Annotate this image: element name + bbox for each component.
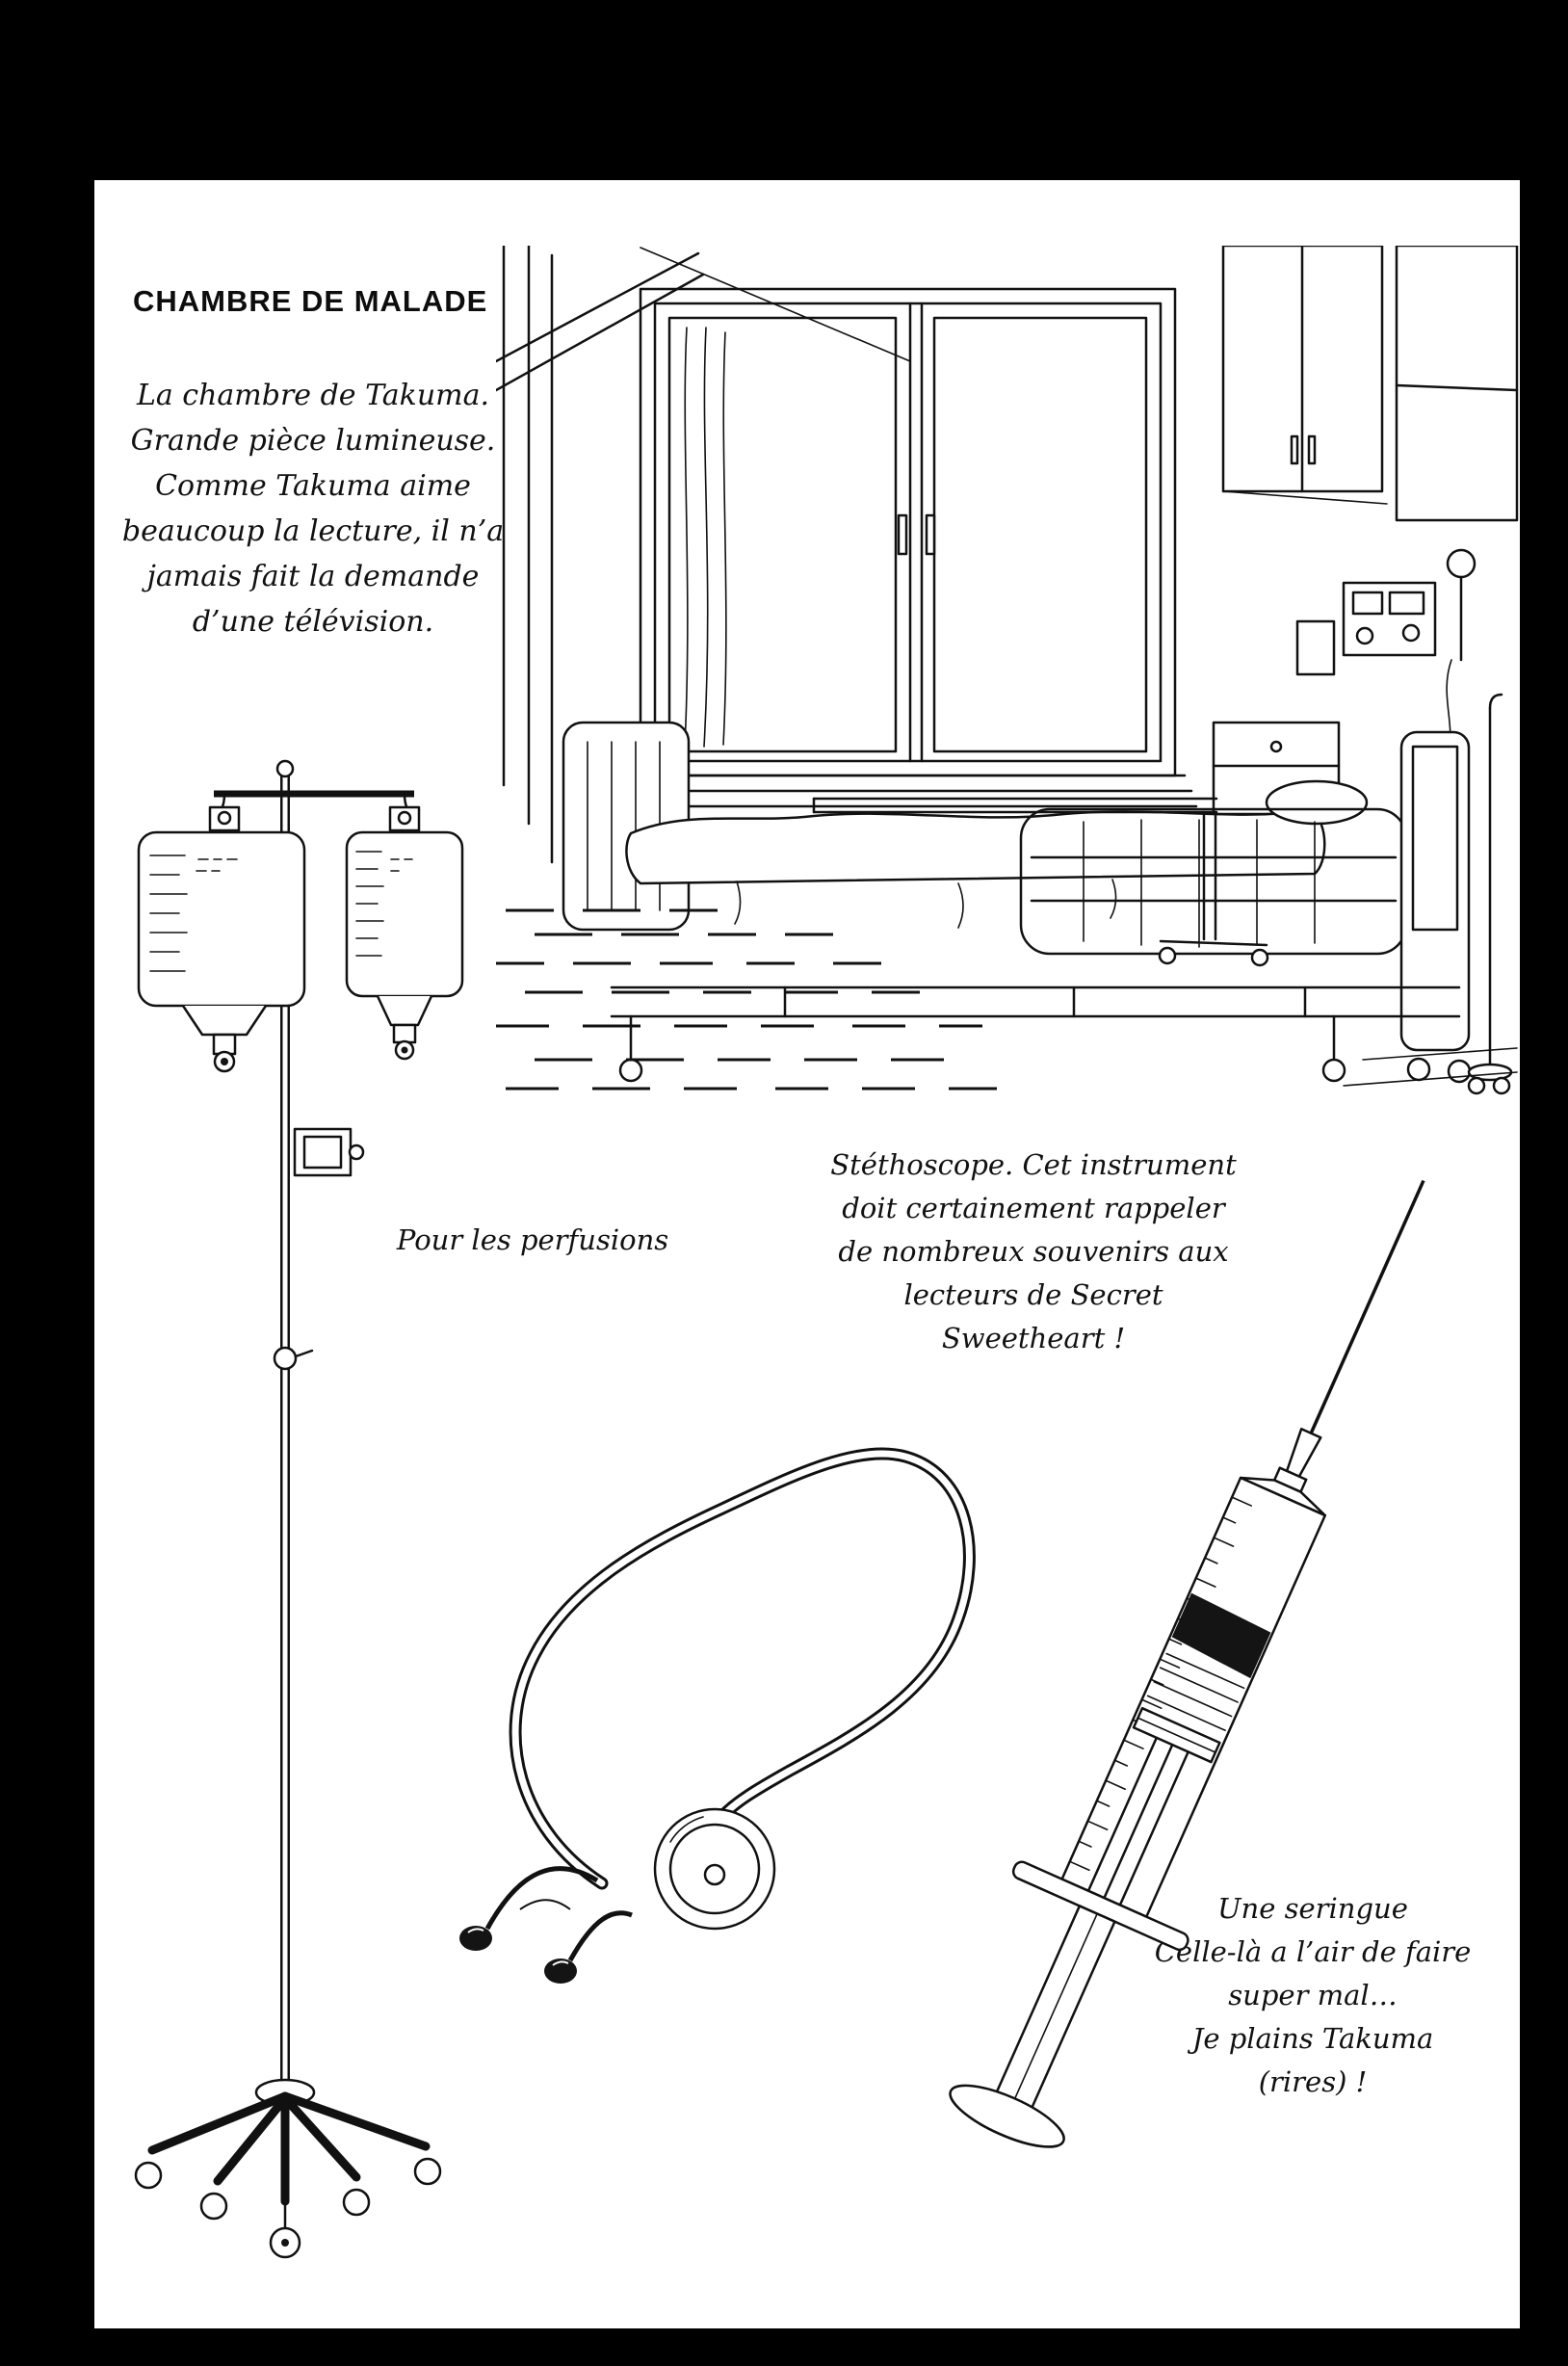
intro-line: La chambre de Takuma. (136, 379, 490, 412)
intro-line: d’une télévision. (192, 605, 434, 639)
intro-text: La chambre de Takuma. Grande pièce lumin… (106, 373, 520, 644)
syringe-needle (1272, 1179, 1425, 1493)
caption-line: Je plains Takuma (1191, 2022, 1434, 2055)
syringe-illustration (949, 1179, 1425, 2148)
iv-caption: Pour les perfusions (396, 1223, 669, 1256)
intro-line: jamais fait la demande (146, 560, 480, 593)
iv-height-knob (273, 1346, 314, 1371)
footboard (1399, 730, 1471, 1052)
caption-line: doit certainement rappeler (842, 1192, 1225, 1224)
hospital-bed (562, 721, 1472, 1084)
bedside-iv-pole (1467, 693, 1513, 1095)
iv-clamp (293, 1127, 365, 1177)
iv-base (134, 2078, 442, 2259)
stethoscope-chest-piece (653, 1807, 776, 1931)
overbed-table (812, 797, 1269, 967)
caption-line: super mal… (1228, 1979, 1398, 2011)
intro-line: beaucoup la lecture, il n’a (121, 514, 505, 548)
floor-hatching (496, 908, 997, 1091)
iv-bag-left (137, 805, 306, 1073)
syringe-barrel (1060, 1476, 1327, 1918)
stethoscope-tubing (509, 1447, 976, 1890)
ear-tip (544, 1959, 577, 1984)
wall-equipment (1295, 548, 1477, 767)
caption-line: Celle-là a l’air de faire (1154, 1935, 1472, 1968)
hospital-room-illustration (496, 246, 1519, 1095)
iv-stand-illustration (134, 759, 464, 2259)
intro-line: Comme Takuma aime (155, 469, 471, 503)
caption-line: lecteurs de Secret (903, 1278, 1163, 1311)
ear-tip (459, 1926, 492, 1951)
iv-bag-right (345, 805, 464, 1061)
curtain-rail (496, 246, 911, 864)
caption-line: Une seringue (1217, 1892, 1408, 1925)
stethoscope-illustration (459, 1447, 976, 1984)
syringe-caption: Une seringue Celle-là a l’air de faire s… (1111, 1887, 1515, 2104)
stethoscope-caption: Stéthoscope. Cet instrument doit certain… (802, 1144, 1265, 1360)
caption-line: Sweetheart ! (941, 1322, 1126, 1354)
intro-line: Grande pièce lumineuse. (130, 424, 496, 458)
liquid-band (1171, 1592, 1271, 1679)
stethoscope-binaurals (459, 1866, 633, 1984)
page-title: CHAMBRE DE MALADE (133, 284, 488, 318)
pillow (1265, 779, 1369, 826)
manga-page: CHAMBRE DE MALADE La chambre de Takuma. … (94, 180, 1520, 2328)
caption-line: de nombreux souvenirs aux (838, 1235, 1229, 1268)
caption-line: Stéthoscope. Cet instrument (830, 1148, 1237, 1181)
window (617, 287, 1198, 808)
syringe-plunger (949, 1860, 1189, 2148)
wall-cabinets (1221, 246, 1519, 522)
caption-line: (rires) ! (1258, 2065, 1368, 2098)
